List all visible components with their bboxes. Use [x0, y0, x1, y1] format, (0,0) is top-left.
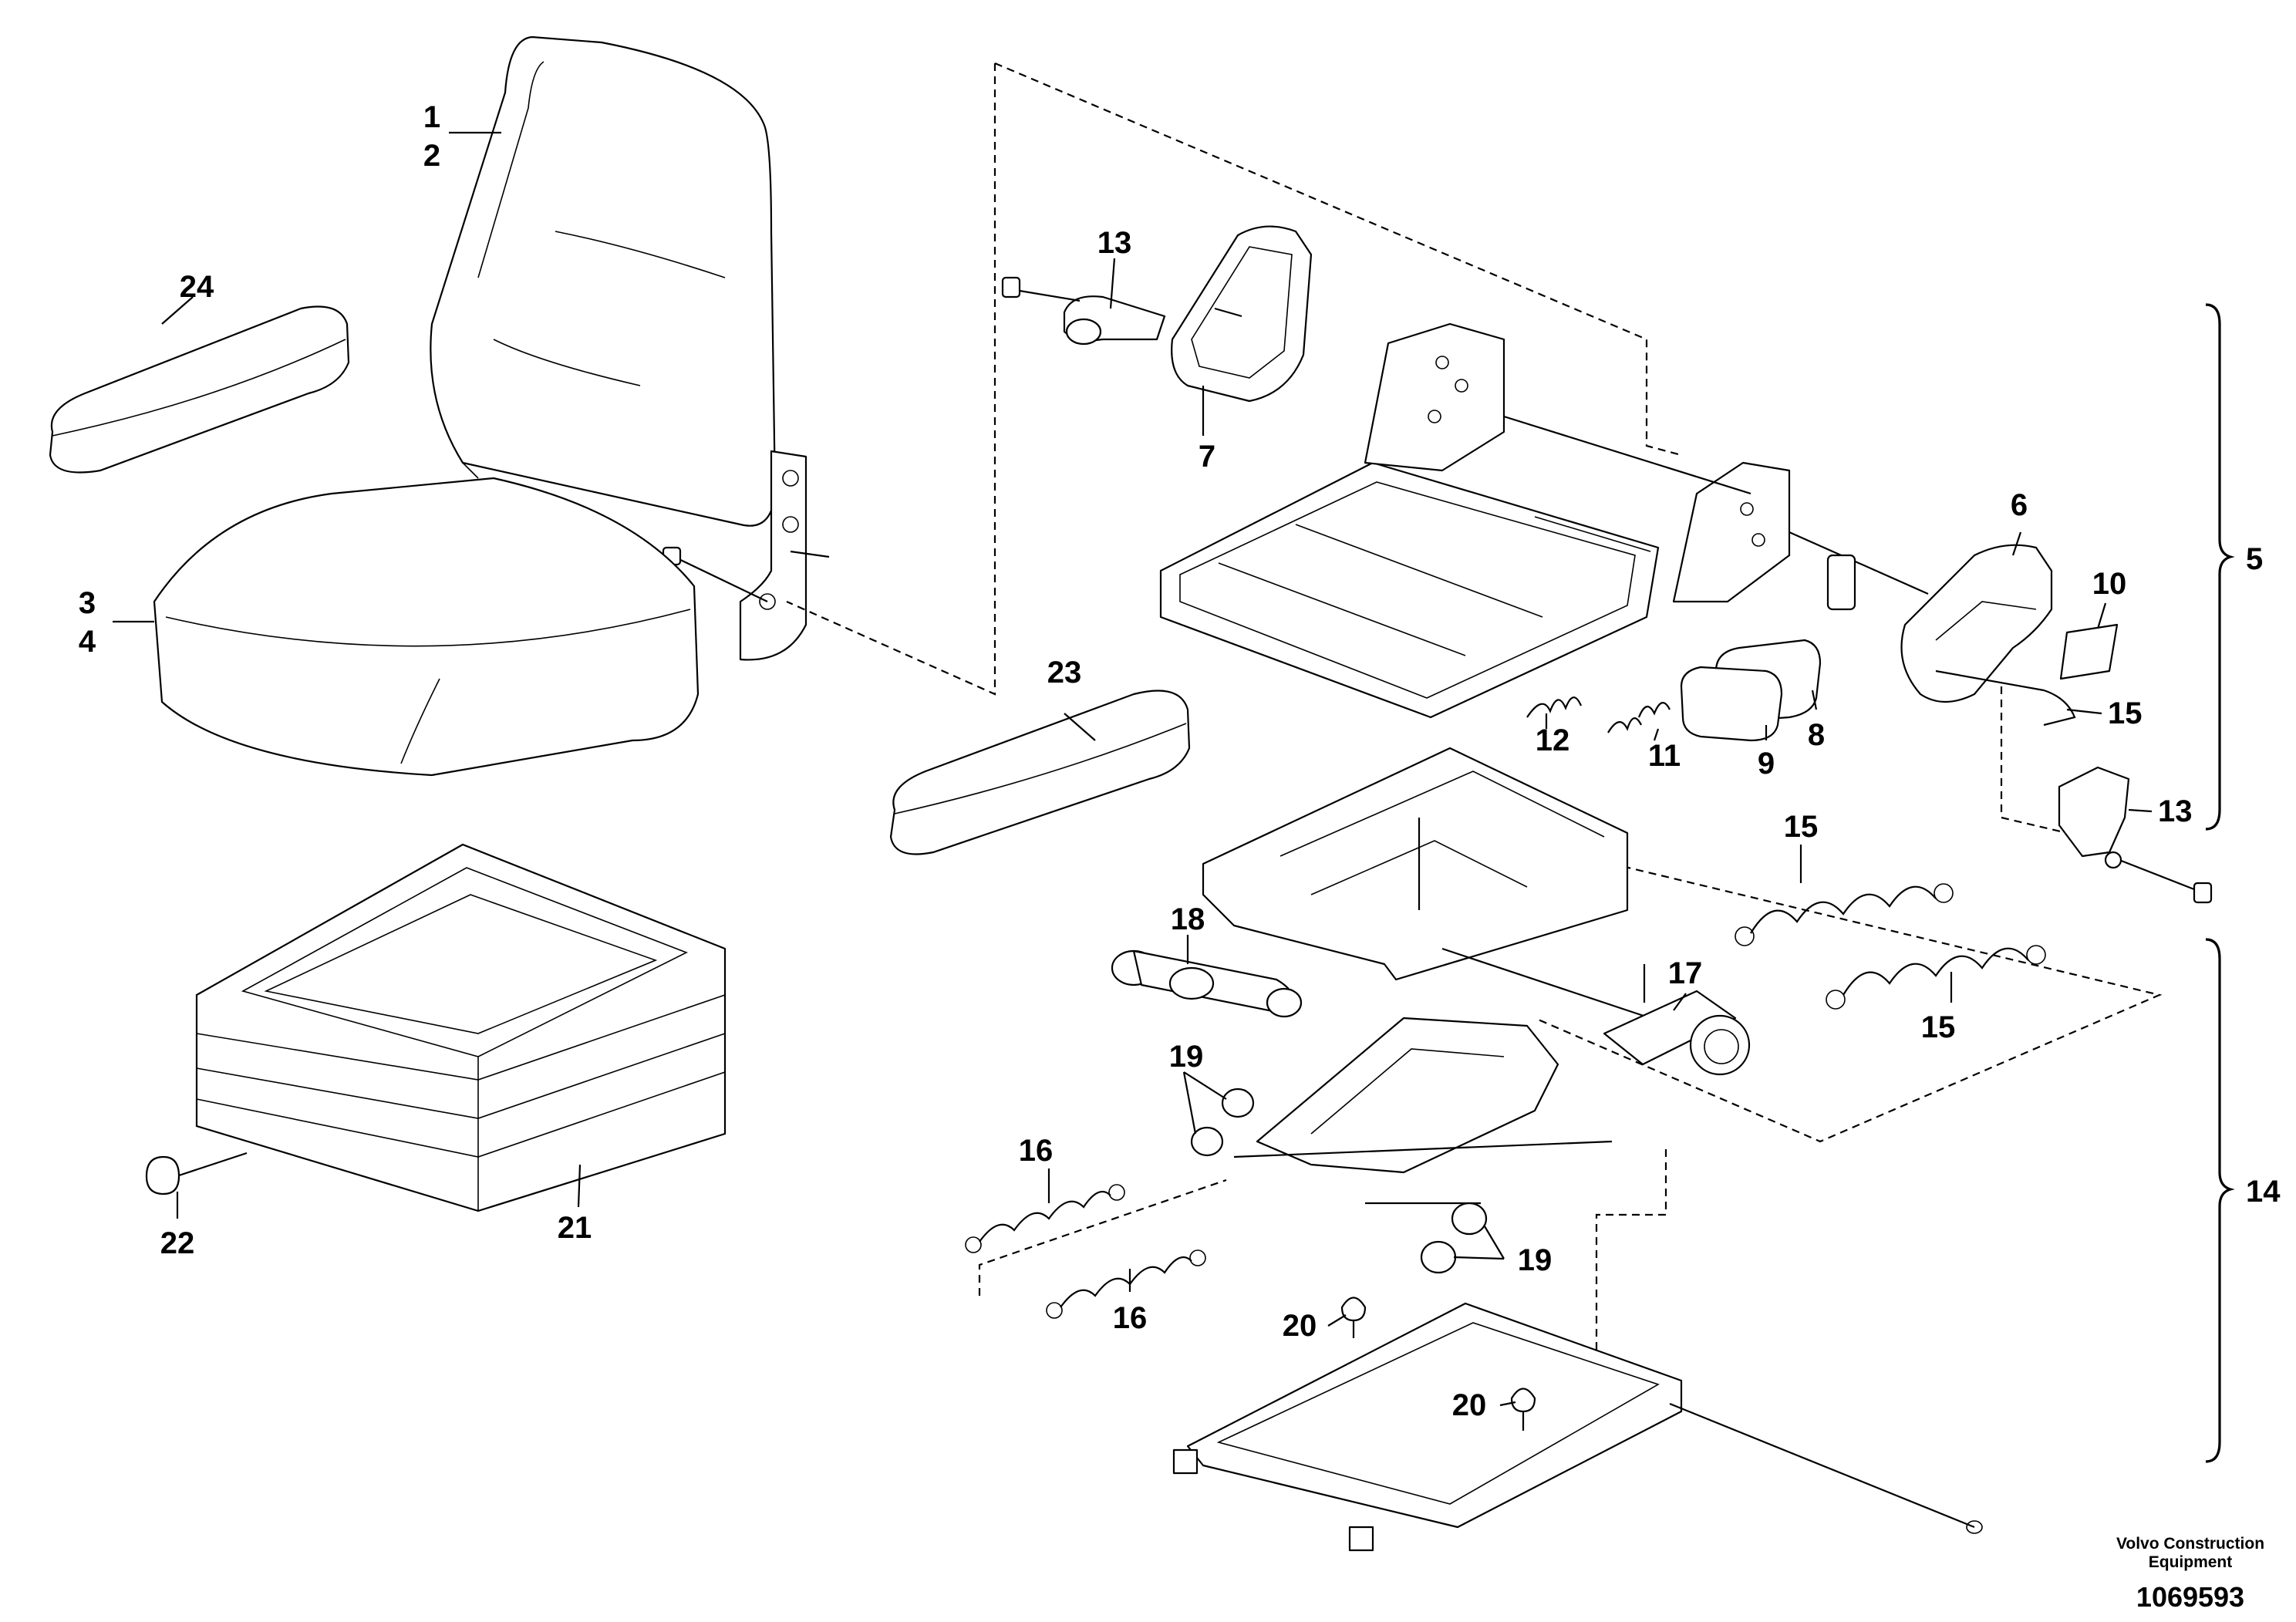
label-16-lower: 16: [1113, 1301, 1148, 1335]
label-22: 22: [160, 1226, 195, 1260]
base-frame[interactable]: [1172, 1302, 1983, 1552]
label-19-lower: 19: [1518, 1243, 1553, 1277]
brace-assembly-5: [2205, 303, 2235, 831]
armrest-right[interactable]: [889, 690, 1191, 855]
hinge-bolt-line: [1789, 531, 1929, 595]
label-24: 24: [180, 270, 214, 304]
label-18: 18: [1171, 902, 1205, 936]
label-12: 12: [1536, 723, 1570, 757]
label-9: 9: [1758, 747, 1775, 781]
leader-lines: [113, 131, 2153, 1407]
hinge-shaft: [1503, 415, 1752, 495]
roller-lower-2[interactable]: [1420, 1240, 1457, 1274]
sensor-wire[interactable]: [1935, 669, 2076, 727]
bellows-cover[interactable]: [195, 843, 727, 1212]
hinge-clip[interactable]: [1826, 554, 1856, 611]
label-20-left: 20: [1283, 1309, 1317, 1343]
assembly-outline-spring: [978, 1179, 1227, 1296]
damper-spring-upper[interactable]: [965, 1184, 1125, 1253]
label-13-lever: 13: [1097, 226, 1132, 260]
label-15-wire: 15: [2108, 696, 2143, 730]
seat-cushion[interactable]: [153, 477, 700, 777]
hinge-cover-left[interactable]: [1171, 225, 1313, 403]
brace-assembly-14: [2205, 938, 2235, 1463]
assembly-outline-lower: [1595, 1149, 1667, 1381]
small-spring-12[interactable]: [1526, 696, 1583, 718]
label-3: 3: [79, 586, 96, 620]
tension-spring-upper[interactable]: [1735, 883, 1954, 946]
company-name-line2: Equipment: [2148, 1553, 2233, 1571]
company-name: Volvo Construction Equipment: [2082, 1535, 2296, 1572]
backrest-hinge-left[interactable]: [1364, 322, 1505, 472]
adjustment-lever[interactable]: [1001, 276, 1166, 346]
label-13-buckle: 13: [2158, 794, 2193, 828]
roller-upper-2[interactable]: [1190, 1126, 1224, 1157]
armrest-left[interactable]: [49, 305, 350, 474]
tension-spring-lower[interactable]: [1826, 945, 2046, 1010]
height-adjust-knob[interactable]: [1441, 947, 1751, 1076]
document-number: 1069593: [2136, 1581, 2245, 1613]
adjustment-handle[interactable]: [1111, 949, 1303, 1018]
plastic-pin[interactable]: [145, 1152, 248, 1195]
label-4: 4: [79, 625, 96, 659]
seat-backrest[interactable]: [430, 35, 777, 527]
label-10: 10: [2092, 567, 2127, 601]
small-spring-11[interactable]: [1607, 702, 1671, 733]
assembly-outline-left: [786, 63, 996, 696]
label-20-right: 20: [1452, 1388, 1487, 1422]
hinge-cover-right[interactable]: [1900, 544, 2053, 703]
label-19-upper: 19: [1169, 1040, 1204, 1074]
label-17: 17: [1668, 956, 1703, 990]
height-adjust-frame[interactable]: [1202, 747, 1629, 981]
slide-rail-frame[interactable]: [1159, 461, 1660, 719]
label-6: 6: [2011, 488, 2028, 522]
label-15-spring-lower: 15: [1921, 1010, 1956, 1044]
armrest-adapter-cap[interactable]: [1680, 666, 1783, 742]
rubber-stop-2[interactable]: [1510, 1388, 1536, 1431]
label-8: 8: [1808, 718, 1825, 752]
label-1: 1: [423, 100, 440, 134]
label-7: 7: [1199, 440, 1215, 474]
roller-upper-1[interactable]: [1221, 1088, 1255, 1118]
part-labels: 1 2 3 4 24 23 13 7 6 10 5 15 13 8 9 12 1…: [79, 100, 2281, 1422]
cover-pad[interactable]: [2059, 623, 2119, 680]
company-name-line1: Volvo Construction: [2116, 1535, 2265, 1553]
label-21: 21: [558, 1211, 592, 1245]
backrest-hinge-right[interactable]: [1672, 461, 1791, 603]
label-15-spring-upper: 15: [1784, 810, 1819, 844]
assembly-outline-upper: [994, 62, 1682, 457]
seat-belt-buckle[interactable]: [2058, 766, 2213, 904]
label-23: 23: [1047, 656, 1082, 690]
label-14: 14: [2246, 1175, 2281, 1209]
assembly-outline-mid: [1418, 816, 2163, 1143]
scissor-mechanism[interactable]: [1233, 1017, 1613, 1205]
label-16-upper: 16: [1019, 1134, 1054, 1168]
assembly-outline-belt: [2000, 686, 2068, 835]
label-5: 5: [2246, 542, 2263, 576]
label-11: 11: [1648, 739, 1681, 773]
rubber-stop-1[interactable]: [1340, 1297, 1367, 1339]
label-2: 2: [423, 139, 440, 173]
roller-lower-1[interactable]: [1451, 1202, 1488, 1236]
